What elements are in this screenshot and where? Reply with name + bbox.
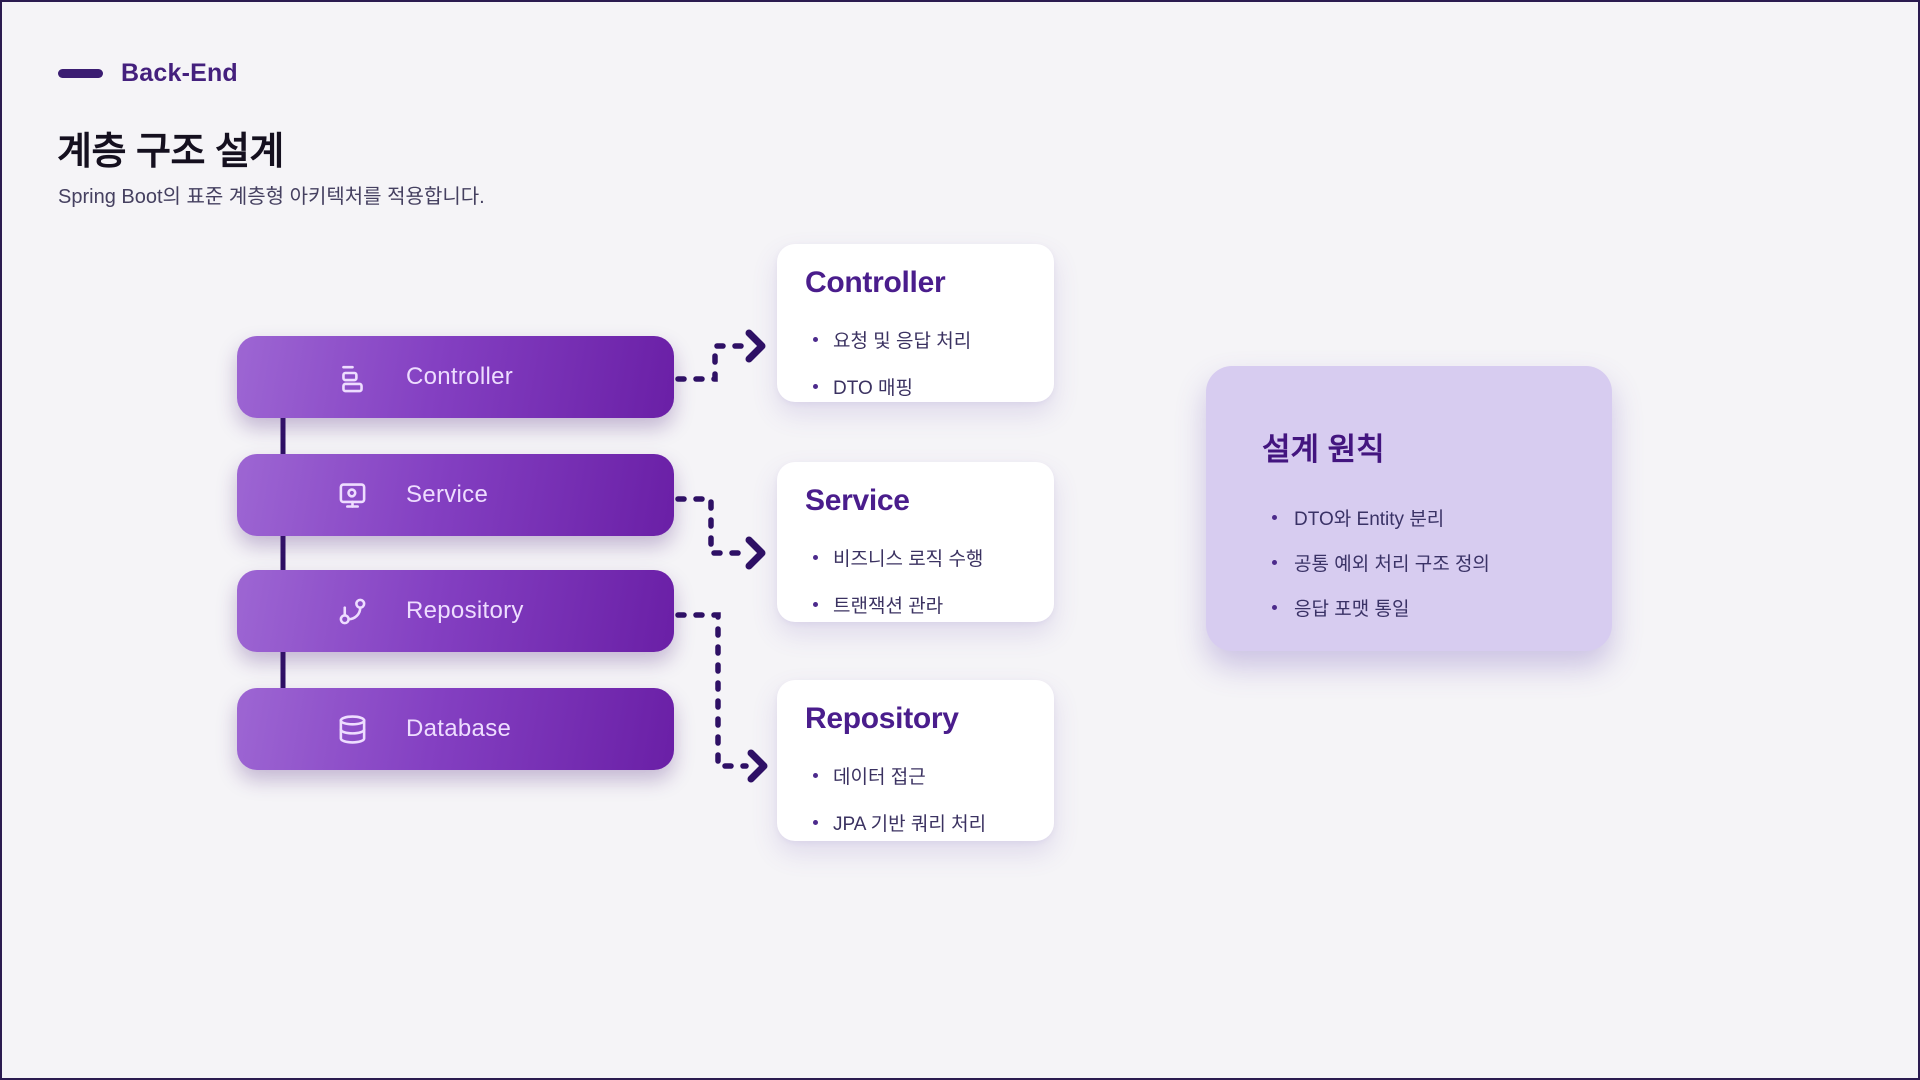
list-item: 응답 포맷 통일 [1262, 585, 1556, 630]
detail-card-repository: Repository 데이터 접근 JPA 기반 쿼리 처리 [777, 680, 1054, 841]
bullet-dot-icon [813, 384, 818, 389]
list-item: 데이터 접근 [805, 752, 1026, 799]
bullet-dot-icon [813, 773, 818, 778]
section-eyebrow: Back-End [58, 59, 238, 88]
list-item: JPA 기반 쿼리 처리 [805, 799, 1026, 846]
layer-box-service: Service [237, 454, 674, 536]
bullet-text: 응답 포맷 통일 [1294, 599, 1410, 620]
layer-box-database: Database [237, 688, 674, 770]
bullet-text: 요청 및 응답 처리 [833, 331, 972, 352]
page-title: 계층 구조 설계 [57, 131, 284, 173]
principles-card: 설계 원칙 DTO와 Entity 분리 공통 예외 처리 구조 정의 응답 포… [1206, 366, 1612, 651]
database-icon [337, 714, 368, 745]
bullet-text: JPA 기반 쿼리 처리 [833, 814, 987, 835]
bullet-dot-icon [1272, 560, 1277, 565]
bullet-dot-icon [813, 820, 818, 825]
bullet-text: 공통 예외 처리 구조 정의 [1294, 554, 1490, 575]
layer-box-controller: Controller [237, 336, 674, 418]
principles-card-title: 설계 원칙 [1262, 432, 1385, 467]
monitor-icon [337, 480, 368, 511]
bullet-dot-icon [1272, 605, 1277, 610]
card-title: Service [805, 484, 910, 517]
list-item: 트랜잭션 관라 [805, 581, 1026, 628]
bullet-text: 트랜잭션 관라 [833, 596, 944, 617]
layer-label: Database [406, 715, 512, 742]
list-item: 요청 및 응답 처리 [805, 316, 1026, 363]
bullet-dot-icon [813, 555, 818, 560]
layer-label: Controller [406, 363, 514, 390]
list-item: 비즈니스 로직 수행 [805, 534, 1026, 581]
page-subtitle: Spring Boot의 표준 계층형 아키텍처를 적용합니다. [58, 186, 485, 208]
list-item: DTO 매핑 [805, 363, 1026, 410]
bullet-dot-icon [1272, 515, 1277, 520]
bullet-dot-icon [813, 602, 818, 607]
git-branch-icon [337, 596, 368, 627]
detail-card-service: Service 비즈니스 로직 수행 트랜잭션 관라 [777, 462, 1054, 622]
card-title: Repository [805, 702, 959, 735]
detail-card-controller: Controller 요청 및 응답 처리 DTO 매핑 [777, 244, 1054, 402]
eyebrow-label: Back-End [121, 59, 238, 87]
list-item: 공통 예외 처리 구조 정의 [1262, 540, 1556, 585]
bullet-text: 데이터 접근 [833, 767, 926, 788]
layer-label: Repository [406, 597, 524, 624]
layer-box-repository: Repository [237, 570, 674, 652]
bullet-text: DTO 매핑 [833, 378, 914, 399]
bullet-dot-icon [813, 337, 818, 342]
layer-label: Service [406, 481, 489, 508]
card-title: Controller [805, 266, 946, 299]
logs-icon [337, 362, 368, 393]
bullet-text: DTO와 Entity 분리 [1294, 509, 1445, 530]
bullet-text: 비즈니스 로직 수행 [833, 549, 984, 570]
eyebrow-dash-icon [58, 69, 103, 78]
list-item: DTO와 Entity 분리 [1262, 495, 1556, 540]
